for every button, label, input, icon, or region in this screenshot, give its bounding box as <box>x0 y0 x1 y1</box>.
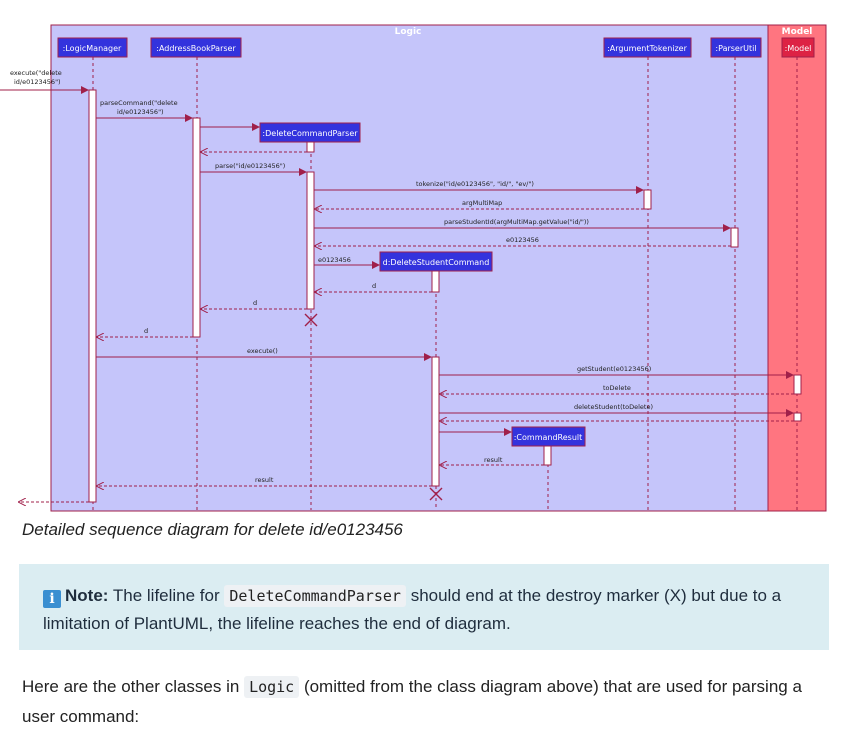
diagram-caption: Detailed sequence diagram for delete id/… <box>22 520 403 539</box>
label-parse: parse("id/e0123456") <box>215 162 285 170</box>
participant-delete-command-parser-label: :DeleteCommandParser <box>262 129 358 138</box>
activation-delete-student-command-2 <box>431 356 440 487</box>
activation-address-book-parser <box>192 117 201 338</box>
label-parse-command-2: id/e0123456") <box>117 108 164 116</box>
participant-parser-util <box>710 37 762 58</box>
participant-logic-manager <box>57 37 128 58</box>
sequence-diagram: Logic Model :LogicManager :AddressBookPa… <box>0 24 827 512</box>
participant-delete-student-command-label: d:DeleteStudentCommand <box>383 258 490 267</box>
destroy-marker-delete-student-command <box>429 487 443 501</box>
participant-address-book-parser <box>150 37 242 58</box>
participant-model-label: :Model <box>785 44 812 53</box>
note-text-before: The lifeline for <box>108 586 225 605</box>
activation-command-result <box>543 445 552 466</box>
label-to-delete: toDelete <box>603 384 631 392</box>
paragraph-text-before: Here are the other classes in <box>22 677 245 696</box>
label-tokenize: tokenize("id/e0123456", "id/", "ev/") <box>416 180 534 188</box>
label-parse-student-id: parseStudentId(argMultiMap.getValue("id/… <box>444 218 589 226</box>
label-execute: execute() <box>247 347 278 355</box>
activation-logic-manager <box>88 89 97 503</box>
participant-address-book-parser-label: :AddressBookParser <box>156 44 236 53</box>
activation-delete-command-parser-1 <box>306 141 315 153</box>
label-execute-1: execute("delete <box>10 69 62 77</box>
body-paragraph: Here are the other classes in Logic (omi… <box>22 672 822 732</box>
label-d-2: d <box>253 299 257 307</box>
note-code: DeleteCommandParser <box>224 585 406 607</box>
model-title: Model <box>782 27 813 37</box>
activation-model-2 <box>793 412 802 422</box>
note-text-after: should end at the destroy marker (X) but… <box>43 586 782 633</box>
participant-parser-util-label: :ParserUtil <box>715 44 756 53</box>
activation-delete-student-command-1 <box>431 270 440 293</box>
label-parse-command-1: parseCommand("delete <box>100 99 178 107</box>
label-get-student: getStudent(e0123456) <box>577 365 651 373</box>
label-result-2: result <box>255 476 274 484</box>
label-result-1: result <box>484 456 503 464</box>
logic-title: Logic <box>395 27 422 37</box>
participant-logic-manager-label: :LogicManager <box>63 44 122 53</box>
label-arg-multimap: argMultiMap <box>462 199 502 207</box>
participant-argument-tokenizer <box>603 37 692 58</box>
label-e0123456-return: e0123456 <box>506 236 539 244</box>
label-d-3: d <box>144 327 148 335</box>
label-execute-2: id/e0123456") <box>14 78 61 86</box>
paragraph-code: Logic <box>244 676 300 698</box>
paragraph-text-after: (omitted from the class diagram above) t… <box>22 677 802 726</box>
activation-argument-tokenizer <box>643 189 652 210</box>
activation-model-1 <box>793 374 802 395</box>
activation-delete-command-parser-2 <box>306 171 315 310</box>
label-e0123456-create: e0123456 <box>318 256 351 264</box>
participant-model <box>781 37 815 58</box>
participant-argument-tokenizer-label: :ArgumentTokenizer <box>607 44 687 53</box>
activation-parser-util <box>730 227 739 248</box>
participant-command-result-label: :CommandResult <box>514 433 583 442</box>
destroy-marker-delete-command-parser <box>304 313 318 327</box>
label-delete-student: deleteStudent(toDelete) <box>574 403 653 411</box>
label-d-1: d <box>372 282 376 290</box>
info-icon: i <box>43 590 61 608</box>
note-label: Note: <box>65 586 109 605</box>
